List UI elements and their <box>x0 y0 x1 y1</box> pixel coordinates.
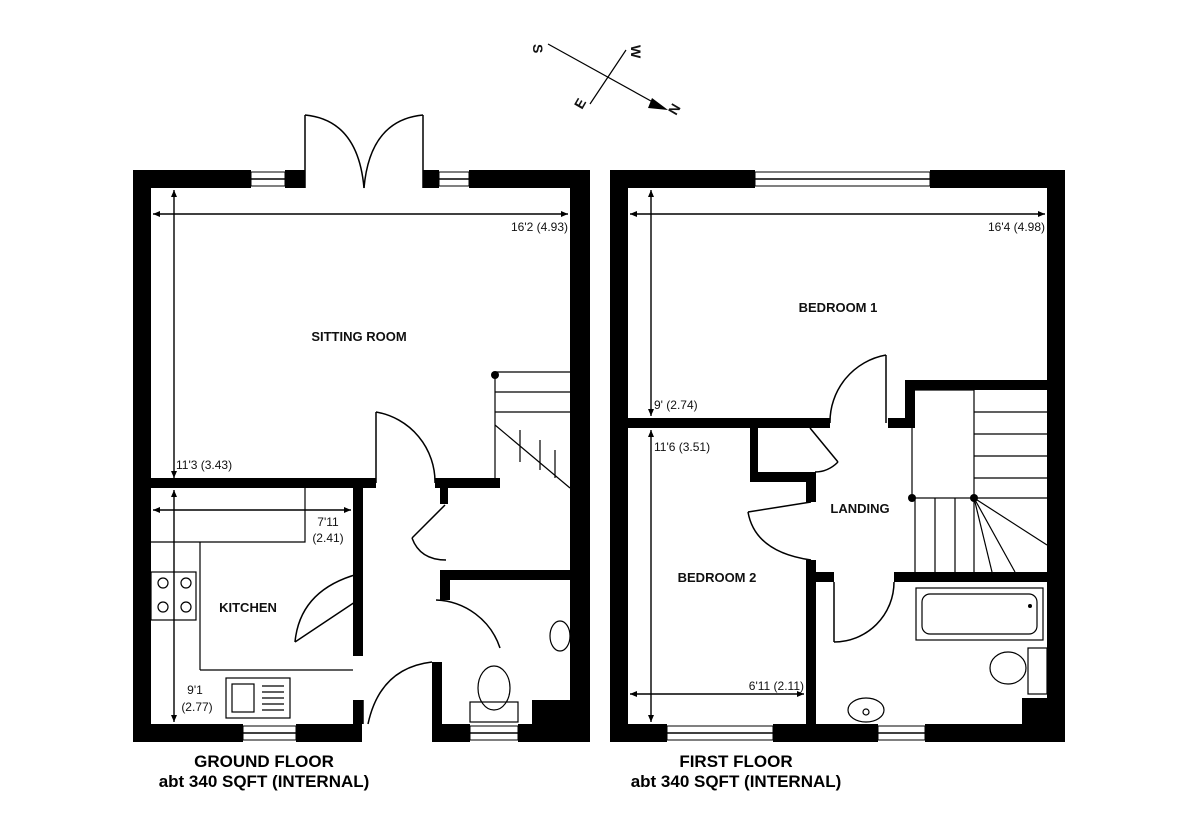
bathroom-fittings <box>847 587 1048 723</box>
sitting-kitchen-wall <box>151 478 376 488</box>
ground-floor-area: abt 340 SQFT (INTERNAL) <box>158 772 370 791</box>
bedroom2-depth: 11'6 (3.51) <box>654 440 710 454</box>
first-floor-plan: BEDROOM 1 16'4 (4.98) 9' (2.74) BEDROOM … <box>610 170 1065 742</box>
bedroom1-bottom-wall <box>628 418 830 428</box>
basin-icon <box>549 620 571 652</box>
first-stairs <box>908 389 1048 573</box>
first-west-wall <box>610 170 628 742</box>
compass-south-label: S <box>530 44 546 53</box>
ground-doors <box>294 411 501 725</box>
bath-icon <box>915 587 1044 641</box>
ground-stairs <box>491 371 571 489</box>
kitchen-fittings <box>150 488 353 719</box>
kitchen-depth-line1: 9'1 <box>187 683 203 697</box>
bedroom2-label: BEDROOM 2 <box>678 570 757 585</box>
first-floor-title: FIRST FLOOR <box>679 752 793 771</box>
kitchen-width-line2: (2.41) <box>312 531 343 545</box>
compass-north-label: N <box>665 101 684 118</box>
ground-floor-caption: GROUND FLOOR abt 340 SQFT (INTERNAL) <box>133 752 395 792</box>
ground-floor-plan: SITTING ROOM 16'2 (4.93) 11'3 (3.43) KIT… <box>133 114 590 742</box>
bathroom-top-wall <box>894 572 1047 582</box>
compass-rose: S N W E <box>530 43 684 118</box>
compass-east-label: E <box>571 95 590 111</box>
toilet-icon <box>477 665 511 711</box>
first-floor-caption: FIRST FLOOR abt 340 SQFT (INTERNAL) <box>605 752 867 792</box>
first-floor-area: abt 340 SQFT (INTERNAL) <box>630 772 842 791</box>
compass-west-label: W <box>628 45 644 59</box>
landing-label: LANDING <box>830 501 889 516</box>
first-dimension-lines <box>630 190 1045 722</box>
french-doors <box>304 114 424 189</box>
bedroom1-width: 16'4 (4.98) <box>988 220 1045 234</box>
bedroom1-depth: 9' (2.74) <box>654 398 698 412</box>
basin-icon-first <box>847 697 885 723</box>
bedroom2-width: 6'11 (2.11) <box>749 679 804 693</box>
ground-floor-title: GROUND FLOOR <box>194 752 334 771</box>
kitchen-depth-line2: (2.77) <box>181 700 212 714</box>
sitting-room-depth: 11'3 (3.43) <box>176 458 232 472</box>
ground-east-wall <box>570 170 590 742</box>
sitting-room-width: 16'2 (4.93) <box>511 220 568 234</box>
bedroom1-label: BEDROOM 1 <box>799 300 878 315</box>
toilet-icon-first <box>989 651 1027 685</box>
kitchen-sink-icon <box>225 677 291 719</box>
kitchen-width-line1: 7'11 <box>317 515 339 529</box>
sitting-room-label: SITTING ROOM <box>311 329 406 344</box>
first-doors <box>747 354 895 643</box>
ground-west-wall <box>133 170 151 742</box>
wc-top-wall <box>440 570 570 580</box>
ground-dimension-lines <box>153 190 568 722</box>
wc-fittings <box>469 620 571 723</box>
first-east-wall <box>1047 170 1065 742</box>
kitchen-label: KITCHEN <box>219 600 277 615</box>
